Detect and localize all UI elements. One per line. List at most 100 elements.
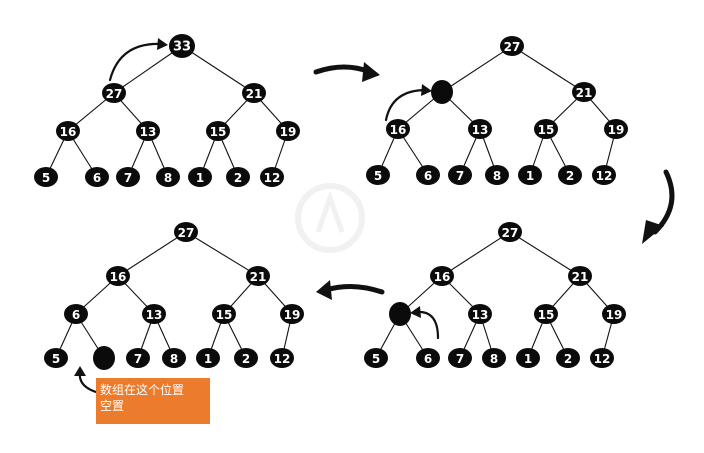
heap-node-circle (162, 348, 186, 368)
heap-node: 5 (34, 167, 58, 187)
heap-node: 12 (270, 348, 294, 368)
heap-node: 27 (102, 83, 126, 103)
heap-node-circle (364, 348, 388, 368)
heap-node-circle (568, 266, 592, 286)
heap-node-empty (431, 80, 453, 104)
heap-node-circle (34, 167, 58, 187)
heap-node-circle (246, 266, 270, 286)
heap-node: 16 (386, 119, 410, 139)
tree-edge (185, 231, 259, 277)
arrow-step-1-head-icon (362, 62, 380, 82)
heap-node: 12 (590, 348, 614, 368)
heap-node-label: 5 (374, 169, 382, 183)
heap-node-label: 8 (170, 352, 178, 366)
heap-node: 13 (468, 119, 492, 139)
heap-node: 8 (485, 165, 509, 185)
arrow-step-1-icon (313, 64, 373, 75)
heap-node-label: 2 (242, 352, 250, 366)
note-line-2: 空置 (100, 399, 125, 413)
heap-node-circle (572, 82, 596, 102)
heap-node-circle (226, 167, 250, 187)
watermark-logo (295, 183, 365, 253)
heap-node: 15 (534, 119, 558, 139)
heap-node-label: 1 (526, 169, 534, 183)
heap-node-label: 7 (134, 352, 142, 366)
heap-node-label: 12 (596, 169, 613, 183)
heap-node-label: 12 (274, 352, 291, 366)
heap-node: 2 (226, 167, 250, 187)
heap-node: 5 (364, 348, 388, 368)
heap-node-circle (276, 121, 300, 141)
heap-node-label: 15 (216, 308, 233, 322)
heap-node-label: 33 (173, 40, 191, 55)
heap-node-label: 12 (594, 352, 611, 366)
heap-node-label: 7 (124, 171, 132, 185)
heap-node: 21 (572, 82, 596, 102)
heap-node-circle (142, 304, 166, 324)
heap-node-label: 8 (490, 352, 498, 366)
heap-node-circle (468, 119, 492, 139)
heap-node-circle (592, 165, 616, 185)
heap-node-label: 27 (502, 226, 519, 240)
heap-node-label: 21 (250, 270, 267, 284)
tree-edge (511, 45, 585, 93)
heap-node: 19 (280, 304, 304, 324)
heap-node: 21 (246, 266, 270, 286)
heap-node-circle (156, 167, 180, 187)
heap-node-label: 8 (493, 169, 501, 183)
heap-node-circle (56, 121, 80, 141)
arrow-step-2-head-icon (642, 220, 664, 244)
heap-node-circle (188, 167, 212, 187)
stage-arrows (313, 62, 675, 300)
heap-node-label: 21 (576, 86, 593, 100)
swap-arrows (74, 38, 440, 394)
heap-node-circle (602, 304, 626, 324)
heap-node-circle (386, 119, 410, 139)
heap-node-circle (448, 165, 472, 185)
heap-node: 13 (142, 304, 166, 324)
heap-node-label: 16 (60, 125, 77, 139)
heap-node-label: 21 (572, 270, 589, 284)
swap-arrow-3-head-icon (410, 306, 421, 318)
heap-tree-3 (375, 231, 615, 359)
heap-node: 19 (602, 304, 626, 324)
heap-node-circle (500, 36, 524, 56)
heap-node-circle (126, 348, 150, 368)
heap-node-circle (116, 167, 140, 187)
heap-node-circle (416, 165, 440, 185)
tree-edge (509, 231, 581, 277)
heap-node-label: 7 (456, 352, 464, 366)
heap-node-label: 21 (246, 87, 263, 101)
heap-node: 8 (162, 348, 186, 368)
heap-node: 15 (206, 121, 230, 141)
tree-edge (117, 231, 187, 277)
heap-node-label: 7 (456, 169, 464, 183)
heap-node-label: 2 (566, 169, 574, 183)
heap-node: 2 (556, 348, 580, 368)
heap-node: 13 (136, 121, 160, 141)
heap-tree-2 (377, 45, 617, 176)
heap-node: 15 (534, 304, 558, 324)
swap-arrow-4-head-icon (74, 366, 86, 376)
tree-edge (441, 45, 513, 93)
swap-arrow-2-icon (384, 88, 428, 122)
heap-node-circle (44, 348, 68, 368)
heap-node: 13 (468, 304, 492, 324)
note-line-1: 数组在这个位置 (100, 383, 185, 397)
heap-node-circle (366, 165, 390, 185)
heap-node: 2 (558, 165, 582, 185)
heap-node: 12 (592, 165, 616, 185)
heap-node-label: 27 (106, 87, 123, 101)
heap-node-label: 13 (140, 125, 157, 139)
heap-node-label: 2 (564, 352, 572, 366)
heap-node-circle (516, 348, 540, 368)
tree-edge (113, 45, 183, 94)
heap-node: 16 (56, 121, 80, 141)
heap-node-circle (93, 346, 115, 370)
heap-node-circle (482, 348, 506, 368)
tree-edge (181, 45, 255, 94)
heap-node: 6 (416, 348, 440, 368)
heap-node-label: 19 (280, 125, 297, 139)
